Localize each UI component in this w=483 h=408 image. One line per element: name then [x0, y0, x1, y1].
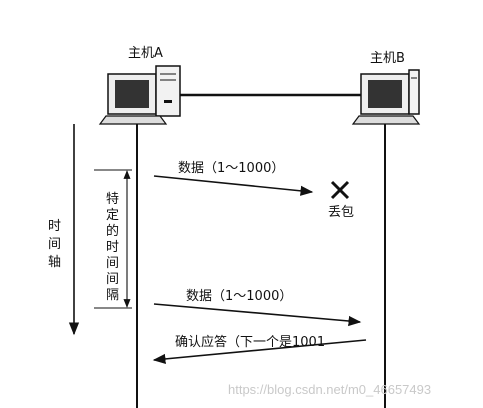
- host-a-label: 主机A: [128, 46, 163, 61]
- time-axis-char-1: 间: [48, 237, 61, 252]
- lost-packet-x-icon: [330, 180, 350, 200]
- interval-char-1: 定: [106, 208, 119, 223]
- host-a-computer-icon: [98, 65, 181, 125]
- ack-label: 确认应答（下一个是1001: [175, 334, 325, 350]
- lost-packet-label: 丢包: [328, 205, 354, 220]
- ack-arrow: [152, 339, 367, 365]
- time-axis-char-0: 时: [48, 219, 61, 234]
- data-2-label: 数据（1～1000）: [186, 289, 292, 304]
- data-1-label: 数据（1～1000）: [178, 161, 284, 176]
- data-2-arrow: [153, 303, 362, 327]
- interval-char-5: 间: [106, 272, 119, 287]
- watermark: https://blog.csdn.net/m0_46657493: [228, 382, 431, 397]
- host-b-computer-icon: [351, 69, 421, 125]
- interval-char-2: 的: [106, 223, 119, 239]
- time-axis-char-2: 轴: [48, 255, 61, 270]
- interval-char-6: 隔: [106, 288, 119, 303]
- data-1-arrow: [153, 175, 314, 196]
- interval-char-3: 时: [106, 240, 119, 255]
- host-b-label: 主机B: [370, 51, 405, 66]
- interval-char-4: 间: [106, 256, 119, 271]
- interval-char-0: 特: [106, 192, 119, 207]
